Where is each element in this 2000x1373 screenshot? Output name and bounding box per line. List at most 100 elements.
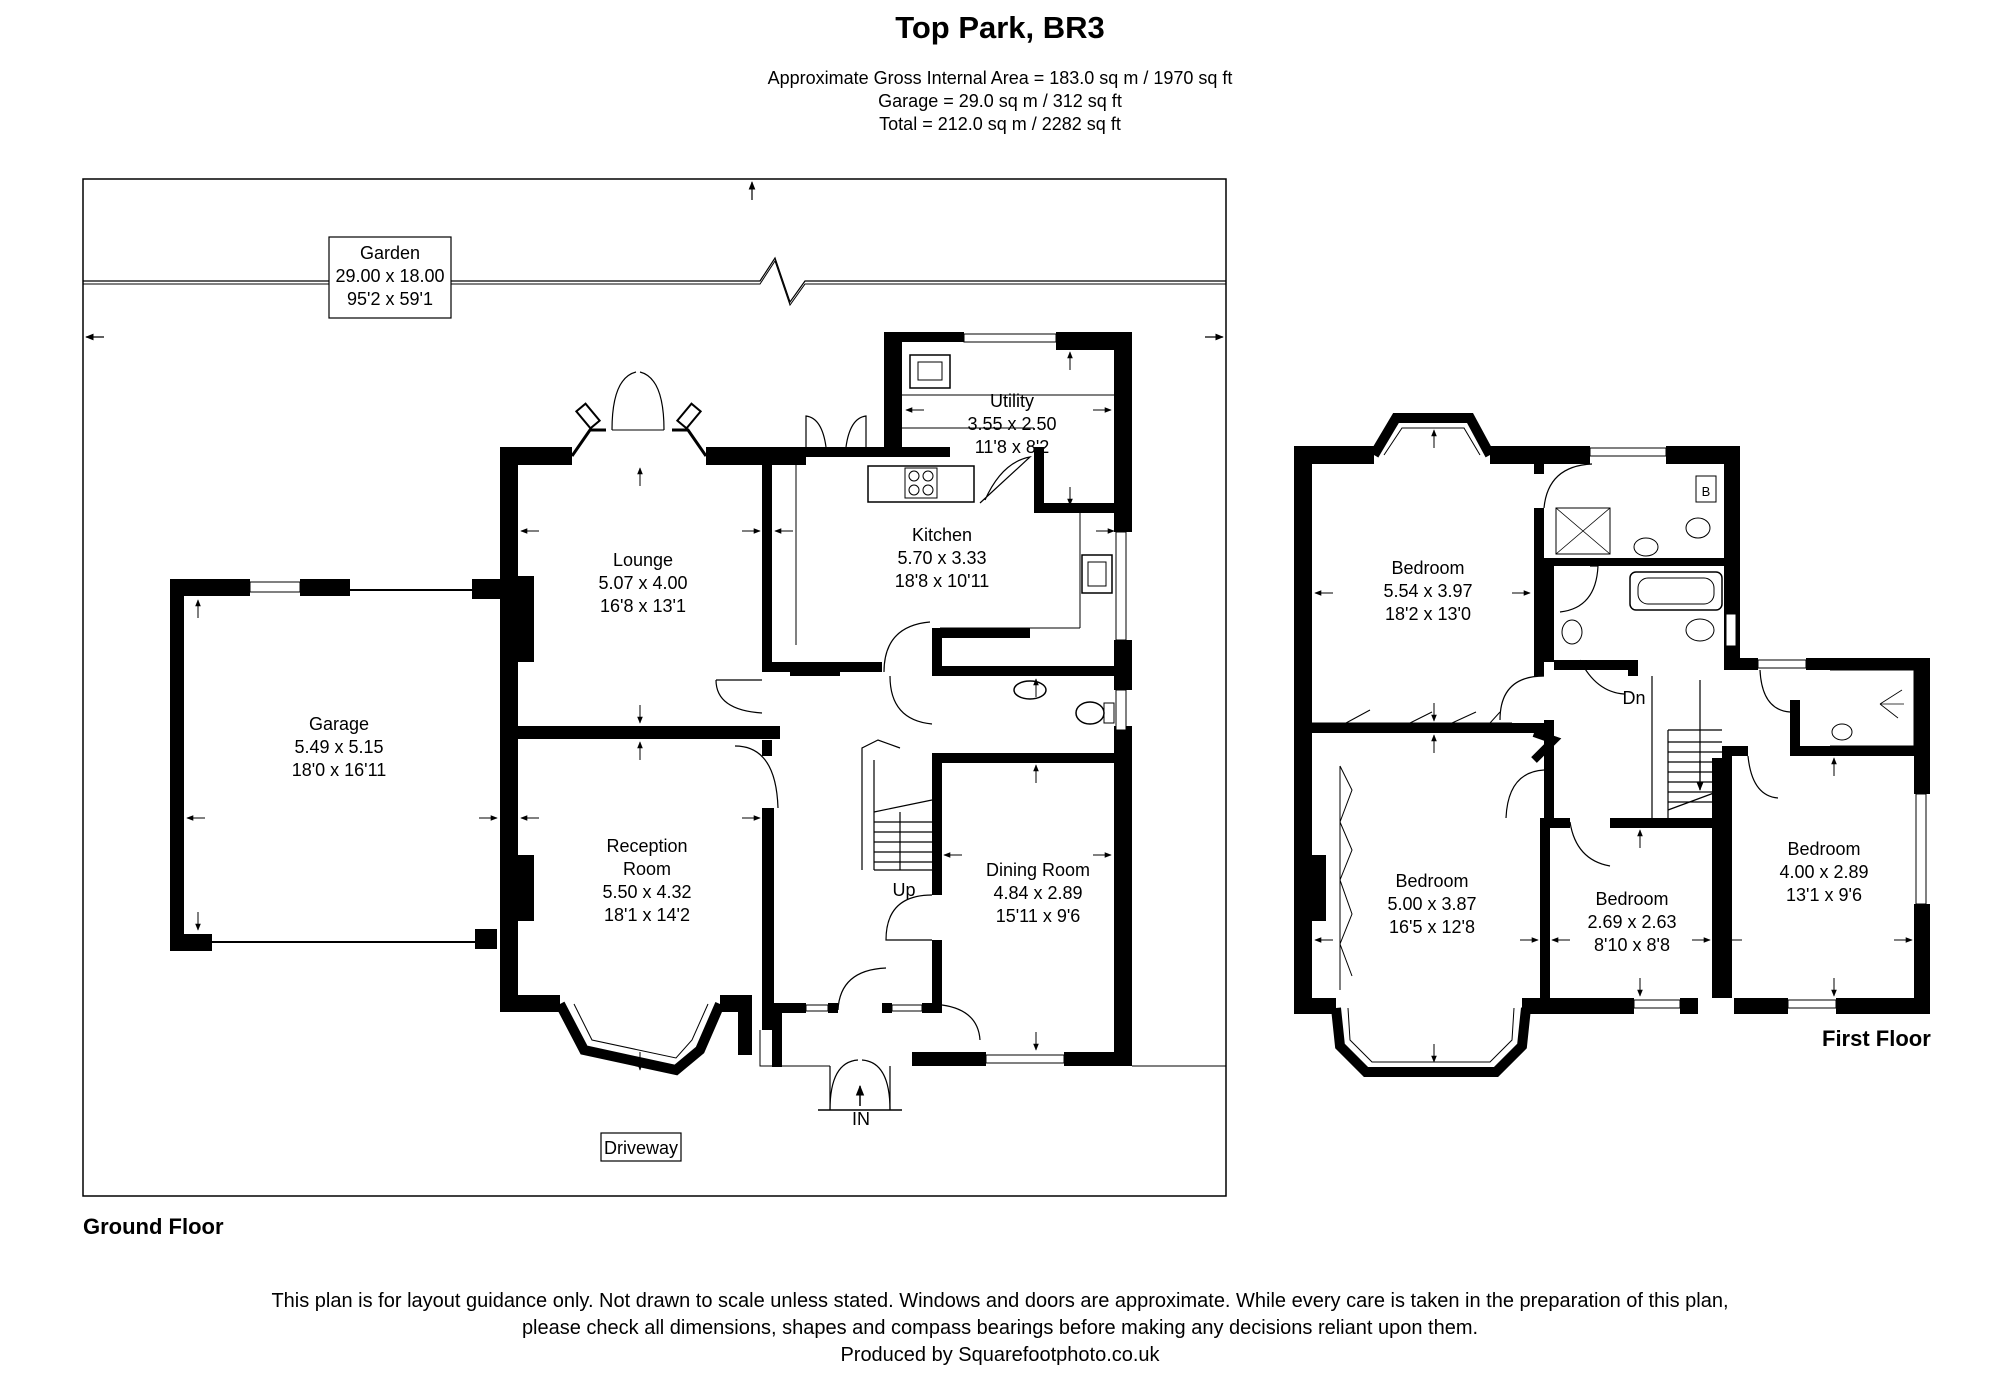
ensuite-toilet bbox=[1685, 517, 1711, 539]
bedroom4-ensuite-door bbox=[1759, 669, 1791, 713]
bedroom3-door bbox=[1569, 821, 1611, 867]
garage-imperial: 18'0 x 16'11 bbox=[292, 760, 387, 780]
ensuite-door bbox=[1543, 463, 1593, 509]
first-floor-plan: Bedroom 5.54 x 3.97 18'2 x 13'0 Bedroom … bbox=[1294, 413, 1931, 1077]
bathroom-basin bbox=[1561, 619, 1583, 645]
first-floor-walls bbox=[1294, 446, 1930, 1014]
wc-window bbox=[1115, 689, 1127, 731]
bedroom3-window bbox=[1633, 999, 1681, 1009]
ensuite-basin bbox=[1633, 537, 1659, 557]
utility-window bbox=[963, 333, 1057, 343]
bedroom1-name: Bedroom bbox=[1391, 558, 1464, 578]
bedroom2-name: Bedroom bbox=[1395, 871, 1468, 891]
utility-sink bbox=[909, 354, 951, 389]
page-title: Top Park, BR3 bbox=[895, 10, 1105, 45]
dining-metric: 4.84 x 2.89 bbox=[993, 883, 1082, 903]
kitchen-name: Kitchen bbox=[912, 525, 972, 545]
disclaimer: This plan is for layout guidance only. N… bbox=[0, 1288, 2000, 1369]
first-stairs bbox=[1651, 676, 1723, 818]
shower-cubicle bbox=[1830, 669, 1915, 747]
bedroom3-imperial: 8'10 x 8'8 bbox=[1594, 935, 1670, 955]
ground-room-labels: Garden 29.00 x 18.00 95'2 x 59'1 Utility… bbox=[292, 243, 1090, 1158]
first-floor-label: First Floor bbox=[1822, 1026, 1931, 1051]
ground-floor-label: Ground Floor bbox=[83, 1214, 224, 1239]
first-stairs-label: Dn bbox=[1622, 688, 1645, 708]
reception-imperial: 18'1 x 14'2 bbox=[604, 905, 690, 925]
area-summary: Approximate Gross Internal Area = 183.0 … bbox=[0, 67, 2000, 136]
dining-hall-door bbox=[885, 894, 933, 941]
reception-bay bbox=[555, 1001, 725, 1076]
garage-walls bbox=[170, 579, 500, 951]
gross-internal-area: Approximate Gross Internal Area = 183.0 … bbox=[767, 68, 1233, 88]
garden-break-line bbox=[83, 256, 1226, 304]
bedroom4-metric: 4.00 x 2.89 bbox=[1779, 862, 1868, 882]
driveway-label: Driveway bbox=[604, 1138, 678, 1158]
bedroom3-name: Bedroom bbox=[1595, 889, 1668, 909]
kitchen-worktop bbox=[867, 465, 975, 503]
lounge-bay bbox=[570, 428, 606, 457]
bedroom4-window-bottom bbox=[1787, 999, 1837, 1009]
reception-name-line1: Reception bbox=[606, 836, 687, 856]
bedroom4-door bbox=[1747, 755, 1779, 799]
wc-toilet bbox=[1075, 701, 1105, 725]
garage-name: Garage bbox=[309, 714, 369, 734]
dining-imperial: 15'11 x 9'6 bbox=[996, 906, 1081, 926]
kitchen-hall-door bbox=[883, 621, 931, 673]
bedroom2-bay bbox=[1331, 1007, 1531, 1077]
producer-credit: Produced by Squarefootphoto.co.uk bbox=[840, 1344, 1160, 1366]
first-room-labels: Bedroom 5.54 x 3.97 18'2 x 13'0 Bedroom … bbox=[1383, 484, 1868, 955]
bedroom4-window-top bbox=[1757, 659, 1807, 669]
reception-metric: 5.50 x 4.32 bbox=[602, 882, 691, 902]
lounge-name: Lounge bbox=[613, 550, 673, 570]
first-dimension-arrows bbox=[1314, 429, 1913, 1063]
garage-metric: 5.49 x 5.15 bbox=[294, 737, 383, 757]
bedroom4-imperial: 13'1 x 9'6 bbox=[1786, 885, 1862, 905]
utility-imperial: 11'8 x 8'2 bbox=[975, 437, 1050, 457]
entrance-label: IN bbox=[852, 1109, 870, 1129]
ensuite-shower bbox=[1555, 507, 1611, 555]
landing-door bbox=[1579, 659, 1625, 695]
kitchen-garden-doors bbox=[805, 415, 867, 457]
bathroom-window bbox=[1589, 447, 1667, 457]
disclaimer-line-1: This plan is for layout guidance only. N… bbox=[271, 1290, 1729, 1312]
ground-dimension-arrows bbox=[186, 351, 1115, 1071]
house-walls bbox=[500, 332, 1132, 1067]
kitchen-window bbox=[1115, 531, 1127, 641]
boiler-label: B bbox=[1702, 484, 1711, 499]
front-doors bbox=[829, 1059, 891, 1111]
bedroom1-bay bbox=[1369, 413, 1495, 458]
dining-porch-door bbox=[941, 1004, 981, 1041]
kitchen-sink bbox=[1081, 554, 1113, 594]
lounge-imperial: 16'8 x 13'1 bbox=[600, 596, 686, 616]
bedroom1-metric: 5.54 x 3.97 bbox=[1383, 581, 1472, 601]
bedroom4-basin bbox=[1831, 723, 1853, 741]
garage-area: Garage = 29.0 sq m / 312 sq ft bbox=[878, 91, 1122, 111]
garden-metric: 29.00 x 18.00 bbox=[335, 266, 444, 286]
lounge-metric: 5.07 x 4.00 bbox=[598, 573, 687, 593]
bedroom2-door bbox=[1505, 769, 1545, 819]
utility-door bbox=[979, 456, 1032, 504]
bedroom4-window-side bbox=[1915, 793, 1927, 905]
garage-window bbox=[249, 581, 301, 593]
boiler-box bbox=[1695, 475, 1717, 503]
bedroom1-door bbox=[1499, 675, 1545, 721]
kitchen-hob bbox=[904, 467, 938, 499]
wc-door bbox=[889, 675, 933, 725]
bathroom-door bbox=[1559, 565, 1599, 613]
ground-stairs bbox=[861, 739, 933, 871]
dining-name: Dining Room bbox=[986, 860, 1090, 880]
garden-name: Garden bbox=[360, 243, 420, 263]
bath-tub bbox=[1629, 571, 1723, 611]
bedroom1-imperial: 18'2 x 13'0 bbox=[1385, 604, 1471, 624]
utility-metric: 3.55 x 2.50 bbox=[967, 414, 1056, 434]
utility-name: Utility bbox=[990, 391, 1034, 411]
bedroom2-wardrobe bbox=[1339, 765, 1353, 977]
lounge-french-doors bbox=[611, 371, 665, 431]
bedroom4-name: Bedroom bbox=[1787, 839, 1860, 859]
ground-stairs-label: Up bbox=[892, 880, 915, 900]
bathroom-window-side bbox=[1725, 613, 1737, 647]
garden-imperial: 95'2 x 59'1 bbox=[347, 289, 433, 309]
porch-window-left bbox=[805, 1004, 829, 1012]
bathroom-toilet bbox=[1685, 618, 1715, 642]
